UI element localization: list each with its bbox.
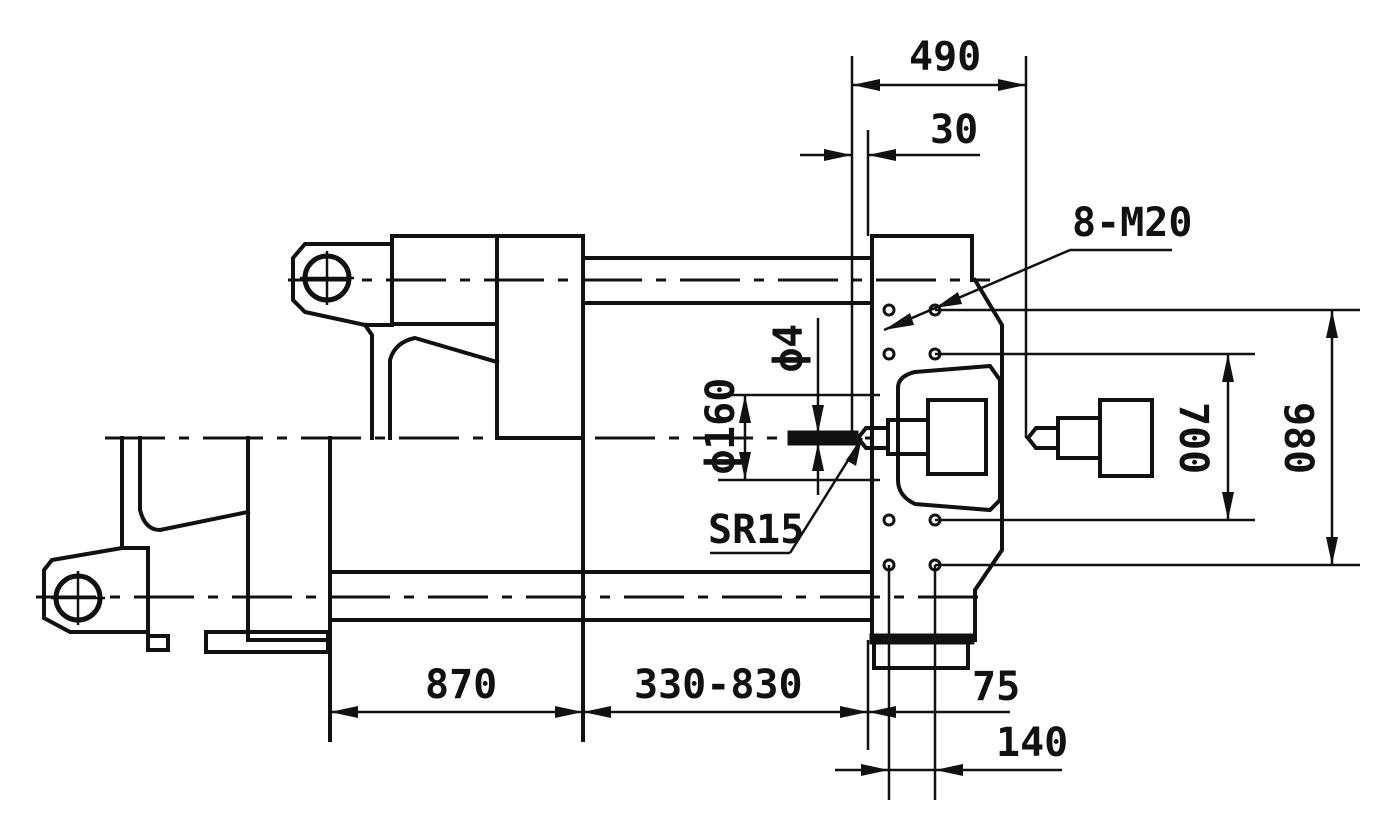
dimension-labels: 490 30 8-M20 ϕ4 ϕ160 SR15 700 980 870 33… [425,34,1321,766]
dim-30: 30 [930,107,978,153]
dim-140: 140 [996,720,1068,766]
dim-75: 75 [972,664,1020,710]
dim-sr15: SR15 [708,507,804,553]
dim-phi160: ϕ160 [698,378,744,474]
dim-phi4: ϕ4 [766,324,812,372]
fixed-platen [855,234,1004,670]
tie-bars [328,234,872,742]
injection-unit [1025,398,1154,478]
dim-980: 980 [1275,402,1321,474]
center-lines [36,278,990,599]
dim-870: 870 [425,662,497,708]
dim-700: 700 [1170,402,1216,474]
dim-330-830: 330-830 [634,662,803,708]
upper-bracket [291,242,500,440]
thread-spec-label: 8-M20 [1072,200,1192,246]
nozzle [787,430,859,446]
rear-body [246,436,332,742]
lower-bracket [42,436,330,654]
moving-platen [390,234,585,440]
mounting-holes [882,303,942,572]
arrowheads [330,79,1338,776]
dim-490: 490 [909,34,981,80]
